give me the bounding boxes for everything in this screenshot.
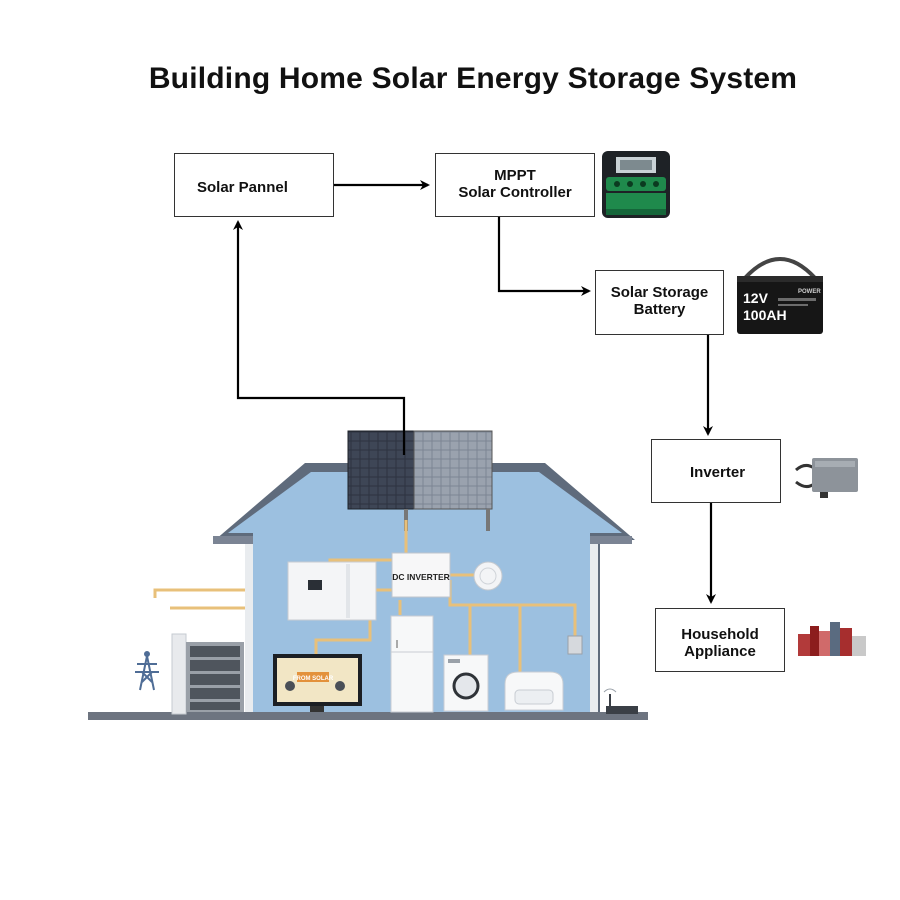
connectors	[233, 180, 716, 604]
washing-machine-illustration	[443, 654, 489, 712]
right-wall-edge	[590, 544, 598, 712]
inverter-box: Inverter	[651, 439, 781, 503]
ground-line	[88, 712, 648, 720]
solar-pannel-box: Solar Pannel	[174, 153, 334, 217]
router-icon	[603, 688, 638, 714]
battery-voltage-label: 12V	[743, 290, 769, 306]
wall-outlet-icon	[567, 635, 583, 655]
house-illustration: DC INVERTER FROM SOLAR	[88, 430, 648, 720]
dc-inverter-illustration: DC INVERTER	[391, 552, 451, 598]
left-eave	[213, 536, 253, 544]
arrow-mppt-to-battery	[497, 217, 591, 296]
lifepo4-battery-picture: 12V 100AH POWER	[737, 257, 823, 334]
tv-illustration: FROM SOLAR	[273, 654, 362, 712]
diagram-title: Building Home Solar Energy Storage Syste…	[148, 62, 798, 95]
arrow-roofpanel-to-solar-pannel	[233, 220, 406, 455]
mppt-controller-picture	[602, 151, 670, 218]
power-tower-icon	[135, 651, 159, 691]
battery-capacity-label: 100AH	[743, 307, 787, 323]
household-appliance-picture	[798, 622, 866, 656]
household-appliance-box: Household Appliance	[655, 608, 785, 672]
refrigerator-illustration	[390, 615, 434, 713]
right-eave	[590, 536, 632, 544]
mppt-controller-box: MPPT Solar Controller	[435, 153, 595, 217]
smart-meter-icon	[473, 561, 503, 591]
hybrid-inverter-illustration	[287, 561, 377, 621]
tv-text: FROM SOLAR	[293, 676, 334, 682]
battery-stack-illustration	[171, 633, 244, 715]
left-wall-edge	[245, 544, 253, 712]
micro-inverter-picture	[795, 458, 858, 498]
armchair-illustration	[504, 671, 564, 711]
storage-battery-box: Solar Storage Battery	[595, 270, 724, 335]
battery-brand-label: POWER	[798, 289, 821, 295]
dc-inverter-label: DC INVERTER	[392, 572, 450, 582]
